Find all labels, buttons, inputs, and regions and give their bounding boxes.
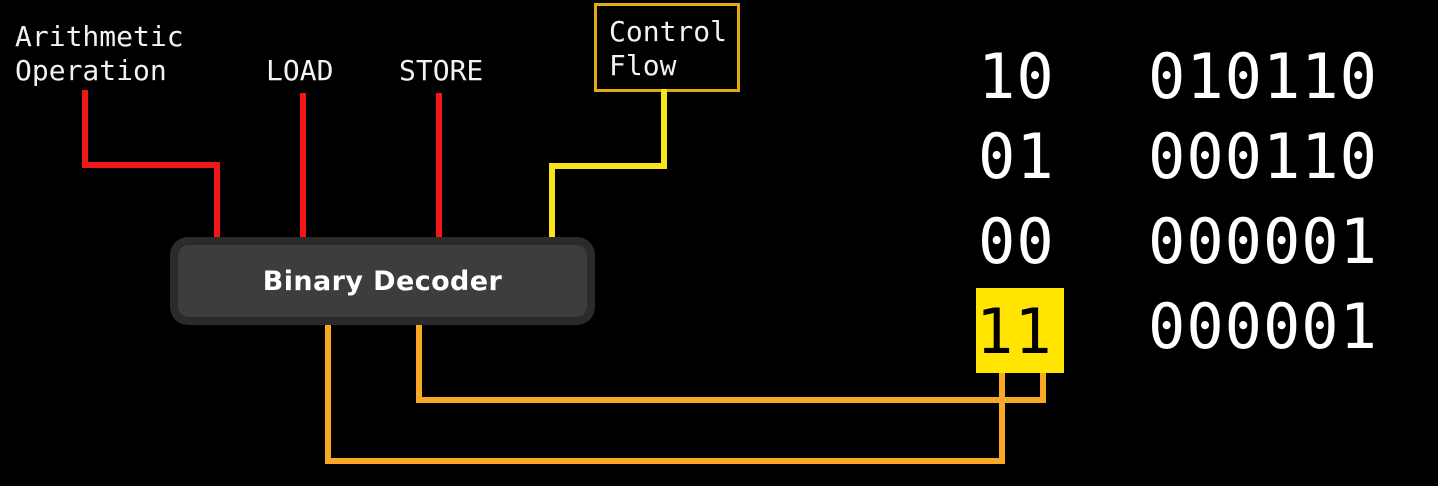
binary-operand-row-1: 010110 xyxy=(1148,40,1378,113)
binary-decoder-inner-panel: Binary Decoder xyxy=(178,245,587,317)
binary-decoder-node[interactable]: Binary Decoder xyxy=(170,237,595,325)
label-store: STORE xyxy=(399,54,484,87)
wire-output-outer-right xyxy=(325,458,1005,464)
label-control-flow: Control Flow xyxy=(609,15,728,82)
wire-output-inner-right xyxy=(416,397,1044,403)
binary-opcode-row-4-highlighted[interactable]: 11 xyxy=(976,288,1064,373)
wire-output-inner-down xyxy=(416,325,422,403)
wire-control-flow-segment-left xyxy=(549,163,667,169)
wire-arithmetic-segment-right xyxy=(82,162,220,168)
wire-control-flow-segment-down xyxy=(661,89,667,169)
wire-load xyxy=(300,93,306,240)
wire-arithmetic-segment-down xyxy=(82,90,88,168)
binary-operand-row-4: 000001 xyxy=(1148,290,1378,363)
label-load: LOAD xyxy=(266,54,334,87)
control-flow-box: Control Flow xyxy=(594,3,740,92)
wire-arithmetic-segment-drop xyxy=(214,162,220,240)
wire-output-outer-down xyxy=(325,325,331,464)
wire-store xyxy=(436,93,442,240)
binary-opcode-row-3: 00 xyxy=(978,205,1055,278)
wire-control-flow-segment-drop xyxy=(549,163,555,241)
wire-output-inner-up xyxy=(1040,366,1046,403)
binary-operand-row-3: 000001 xyxy=(1148,205,1378,278)
binary-decoder-label: Binary Decoder xyxy=(262,265,503,297)
binary-opcode-row-1: 10 xyxy=(978,40,1055,113)
wire-output-outer-up xyxy=(999,366,1005,464)
binary-opcode-row-2: 01 xyxy=(978,120,1055,193)
binary-operand-row-2: 000110 xyxy=(1148,120,1378,193)
label-arithmetic-operation: Arithmetic Operation xyxy=(15,20,184,87)
